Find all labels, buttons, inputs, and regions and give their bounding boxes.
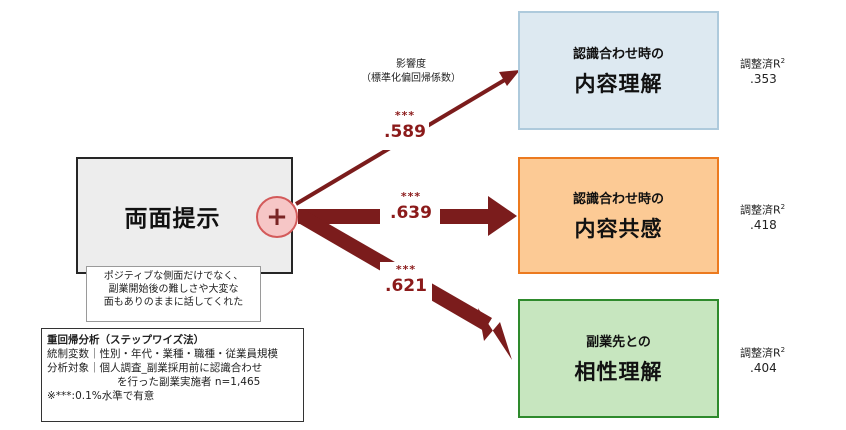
path-arrow-3-head	[478, 308, 512, 360]
r2-3: 調整済R2 .404	[740, 343, 785, 376]
path-arrow-2-head	[488, 196, 517, 236]
coef-stars: ***	[394, 109, 416, 122]
r2-label: 調整済R	[740, 57, 781, 71]
coef-value: .589	[384, 122, 426, 142]
target-box-understanding: 認識合わせ時の 内容理解	[518, 11, 719, 130]
coef-header-line: 影響度	[396, 59, 426, 70]
path-arrow-1-head	[499, 70, 520, 86]
r2-value: .418	[750, 217, 777, 232]
coef-stars: ***	[395, 263, 417, 276]
r2-label: 調整済R	[740, 203, 781, 217]
target-title: 相性理解	[574, 360, 663, 384]
target-subtitle: 認識合わせ時の	[572, 47, 664, 62]
plus-icon: +	[256, 196, 298, 238]
analysis-significance: ※***:0.1%水準で有意	[47, 390, 155, 402]
analysis-info-box: 重回帰分析（ステップワイズ法） 統制変数｜性別・年代・業種・職種・従業員規模 分…	[41, 328, 304, 422]
source-title: 両面提示	[124, 205, 221, 232]
source-note-line: ポジティブな側面だけでなく、	[103, 271, 244, 282]
r2-value: .404	[750, 360, 777, 375]
r2-sup: 2	[780, 346, 786, 354]
target-box-fit: 副業先との 相性理解	[518, 299, 719, 418]
analysis-target: 分析対象｜個人調査_副業採用前に認識合わせ	[47, 362, 263, 374]
target-box-empathy: 認識合わせ時の 内容共感	[518, 157, 719, 274]
coef-header-line: （標準化偏回帰係数）	[361, 73, 461, 84]
source-note: ポジティブな側面だけでなく、 副業開始後の難しさや大変な 面もありのままに話して…	[86, 266, 261, 322]
coef-stars: ***	[400, 190, 422, 203]
target-title: 内容共感	[574, 217, 663, 241]
coef-value: .621	[385, 276, 427, 296]
coef-2: *** .639	[385, 190, 437, 224]
analysis-title: 重回帰分析（ステップワイズ法）	[47, 334, 205, 346]
coef-3: *** .621	[380, 263, 432, 297]
source-note-line: 面もありのままに話してくれた	[103, 297, 244, 308]
source-note-line: 副業開始後の難しさや大変な	[108, 284, 239, 295]
target-title: 内容理解	[574, 72, 663, 96]
r2-1: 調整済R2 .353	[740, 54, 785, 87]
r2-label: 調整済R	[740, 346, 781, 360]
target-subtitle: 認識合わせ時の	[572, 192, 664, 207]
r2-sup: 2	[780, 57, 786, 65]
r2-value: .353	[750, 71, 777, 86]
coef-header: 影響度 （標準化偏回帰係数）	[336, 58, 486, 86]
r2-sup: 2	[780, 203, 786, 211]
coef-1: *** .589	[381, 109, 429, 143]
analysis-target-cont: を行った副業実施者 n=1,465	[117, 376, 261, 388]
coef-value: .639	[390, 203, 432, 223]
target-subtitle: 副業先との	[586, 335, 651, 350]
analysis-controls: 統制変数｜性別・年代・業種・職種・従業員規模	[47, 348, 278, 360]
r2-2: 調整済R2 .418	[740, 200, 785, 233]
